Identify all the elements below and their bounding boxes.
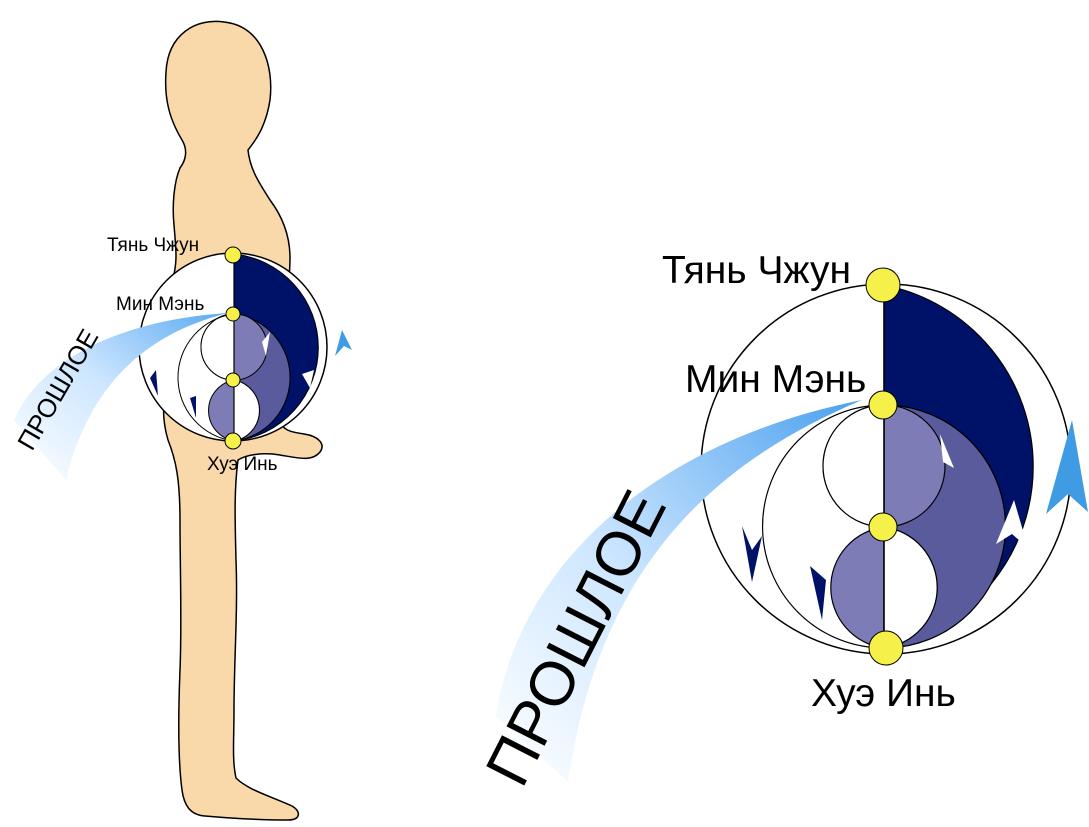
large-node-middle	[869, 513, 897, 541]
small-node-top	[225, 247, 241, 263]
large-node-bottom	[869, 631, 903, 665]
large-label-past: ПРОШЛОЕ	[473, 480, 680, 796]
small-cyan-arrow-icon	[335, 330, 352, 356]
large-node-top	[866, 268, 900, 302]
large-label-min-men: Мин Мэнь	[685, 358, 866, 401]
small-node-bottom	[225, 433, 241, 449]
large-label-tyan-chzhun: Тянь Чжун	[662, 249, 851, 292]
large-energy-diagram: Тянь Чжун Мин Мэнь Хуэ Инь ПРОШЛОЕ	[473, 249, 1088, 796]
small-label-min-men: Мин Мэнь	[116, 294, 204, 315]
small-label-tyan-chzhun: Тянь Чжун	[107, 235, 199, 256]
small-label-hue-in: Хуэ Инь	[207, 454, 278, 475]
small-node-upper	[226, 307, 240, 321]
large-node-upper	[869, 391, 897, 419]
large-label-hue-in: Хуэ Инь	[811, 672, 956, 715]
small-node-middle	[226, 373, 240, 387]
